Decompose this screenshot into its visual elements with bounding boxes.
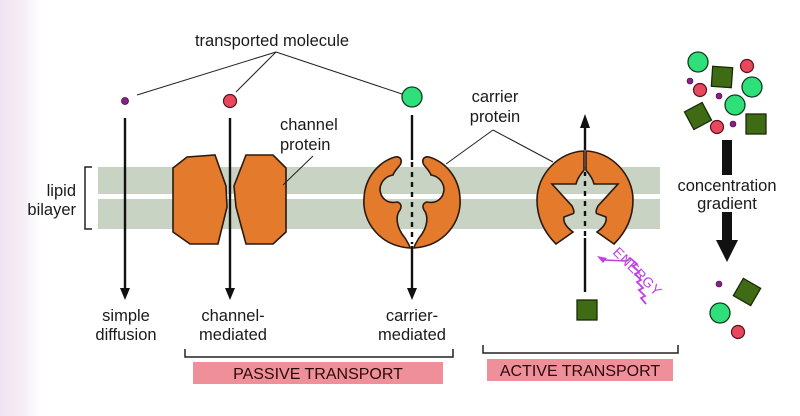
carrier-protein-active bbox=[536, 150, 634, 246]
carrier-protein-label-line1: carrier bbox=[472, 88, 519, 106]
leader-line-carrier-active bbox=[492, 129, 554, 163]
carrier-protein-label-line2: protein bbox=[470, 108, 520, 126]
passive-transport-banner: PASSIVE TRANSPORT bbox=[193, 362, 443, 384]
channel-mediated-label-line2: mediated bbox=[199, 326, 267, 344]
transported-molecule-label: transported molecule bbox=[195, 32, 349, 50]
passive-transport-bracket bbox=[184, 349, 454, 358]
lipid-bilayer-label-line2: bilayer bbox=[27, 201, 76, 219]
carrier-mediated-label-line1: carrier- bbox=[386, 307, 438, 325]
active-molecule-square-icon bbox=[576, 299, 598, 321]
active-transport-bracket bbox=[482, 345, 679, 354]
low-concentration-cluster bbox=[709, 277, 762, 340]
carrier-mediated-arrow bbox=[407, 115, 417, 300]
active-transport-banner: ACTIVE TRANSPORT bbox=[487, 359, 673, 381]
red-molecule-icon bbox=[222, 93, 238, 109]
green-molecule-icon bbox=[401, 86, 423, 108]
page-edge-shadow bbox=[0, 0, 40, 416]
leader-line-channel-protein bbox=[282, 155, 314, 186]
channel-mediated-arrow bbox=[225, 118, 235, 300]
energy-arrow-shaft bbox=[602, 259, 628, 262]
channel-protein-label-line2: protein bbox=[280, 136, 330, 154]
leader-line-carrier-passive bbox=[445, 129, 494, 165]
carrier-mediated-label-line2: mediated bbox=[378, 326, 446, 344]
simple-diffusion-label-line1: simple bbox=[102, 307, 150, 325]
concentration-gradient-label-line1: concentration bbox=[677, 177, 776, 195]
lipid-bilayer-bracket bbox=[84, 166, 92, 230]
energy-indicator: ENERGY bbox=[597, 244, 665, 305]
energy-arrowhead-icon bbox=[597, 256, 607, 263]
leader-line-small-molecule bbox=[136, 51, 277, 96]
channel-mediated-label-line1: channel- bbox=[201, 307, 264, 325]
lipid-bilayer-label-line1: lipid bbox=[47, 182, 76, 200]
high-concentration-cluster bbox=[683, 51, 767, 135]
channel-protein-label-line1: channel bbox=[280, 116, 338, 134]
active-transport-arrow bbox=[580, 114, 590, 292]
concentration-gradient-label-line2: gradient bbox=[697, 195, 757, 213]
active-transport-banner-text: ACTIVE TRANSPORT bbox=[500, 363, 661, 380]
passive-transport-banner-text: PASSIVE TRANSPORT bbox=[233, 366, 403, 383]
channel-protein-left-subunit bbox=[172, 154, 228, 245]
simple-diffusion-label-line2: diffusion bbox=[95, 326, 156, 344]
channel-protein-right-subunit bbox=[233, 154, 287, 245]
energy-squiggle-icon bbox=[626, 256, 647, 305]
leader-line-red-molecule bbox=[235, 51, 277, 93]
simple-diffusion-arrow bbox=[120, 118, 130, 300]
energy-label: ENERGY bbox=[610, 244, 665, 299]
carrier-protein-passive bbox=[363, 156, 461, 249]
concentration-gradient-arrow bbox=[716, 140, 738, 262]
channel-protein bbox=[172, 154, 287, 245]
small-molecule-icon bbox=[121, 97, 129, 105]
leader-line-green-molecule bbox=[275, 51, 403, 95]
